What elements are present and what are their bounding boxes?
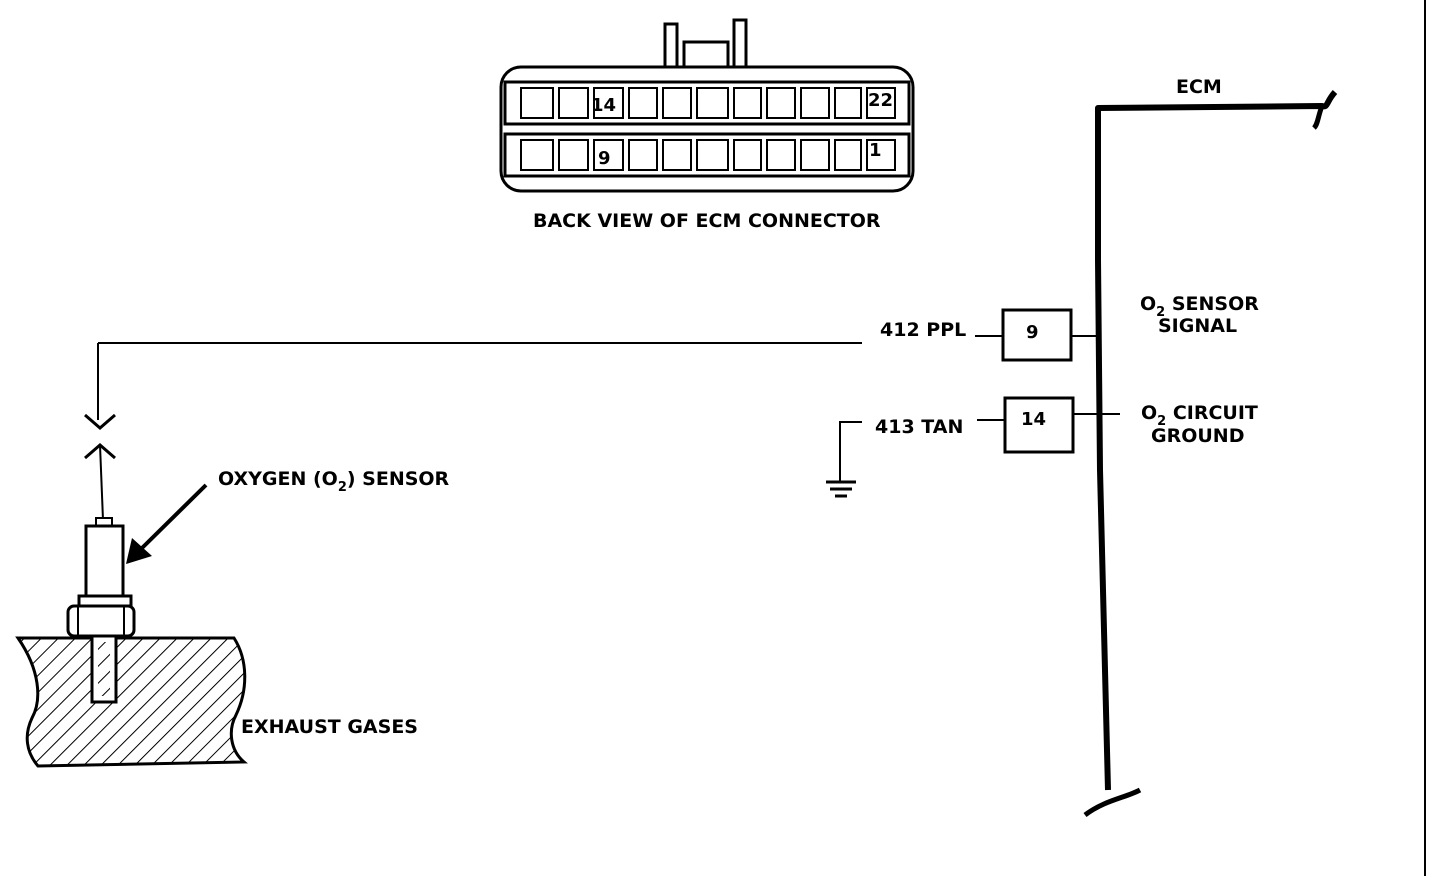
pin-9-function-line2: SIGNAL	[1158, 315, 1237, 337]
connector-body	[499, 65, 915, 193]
ecm-connector: 14 22 9 1 BACK VIEW OF ECM CONNECTOR	[499, 18, 915, 232]
wire-413-tan	[839, 421, 862, 482]
exhaust-wall	[15, 636, 248, 768]
connector-latch-tab	[682, 40, 730, 70]
connector-top-row	[503, 80, 911, 126]
connector-cavity	[696, 139, 729, 171]
ecm-pin-14-box	[1003, 396, 1075, 454]
connector-cavity	[593, 87, 624, 119]
ecm-boundary-top-hook	[1312, 105, 1325, 130]
connector-cavity	[866, 139, 896, 171]
sensor-lead-wire	[99, 444, 104, 521]
connector-pin-14-label: 14	[591, 95, 616, 116]
pin-14-function-line2: GROUND	[1151, 425, 1244, 447]
wire-412-ppl-label: 412 PPL	[880, 319, 966, 341]
pin-14-function-line1: O2 CIRCUIT	[1141, 402, 1258, 429]
connector-cavity	[558, 87, 589, 119]
ecm-boundary-bottom-hook	[1083, 787, 1142, 818]
connector-pin-9-label: 9	[598, 148, 611, 169]
ecm-pin-14-number: 14	[1021, 409, 1046, 430]
connector-latch-right-post	[732, 18, 748, 70]
connector-cavity	[593, 139, 624, 171]
ground-symbol	[826, 480, 856, 498]
connector-bottom-row	[503, 132, 911, 178]
sensor-pointer-arrow-shaft	[138, 483, 208, 552]
connector-cavity	[628, 87, 658, 119]
exhaust-pipe-section: EXHAUST GASES	[15, 634, 418, 768]
connector-cavity	[733, 139, 762, 171]
exhaust-gases-label: EXHAUST GASES	[241, 716, 418, 738]
connector-cavity	[696, 87, 729, 119]
connector-cavity	[733, 87, 762, 119]
connector-cavity	[866, 87, 896, 119]
ecm-boundary-line	[1095, 89, 1338, 791]
connector-cavity	[834, 139, 862, 171]
connector-cavity	[662, 87, 692, 119]
connector-cavity	[800, 87, 830, 119]
connector-cavity	[662, 139, 692, 171]
sensor-body	[84, 524, 125, 600]
sensor-connector-male-chevron	[84, 413, 116, 430]
pin-9-function-line1: O2 SENSOR	[1140, 293, 1259, 320]
connector-cavity	[520, 139, 554, 171]
connector-cavity	[766, 139, 796, 171]
connector-latch-left-post	[663, 22, 679, 70]
pin-9-circuit: 9 412 PPL O2 SENSOR SIGNAL	[84, 293, 1259, 521]
connector-cavity	[628, 139, 658, 171]
connector-pin-22-label: 22	[868, 90, 893, 111]
connector-cavity	[766, 87, 796, 119]
connector-caption: BACK VIEW OF ECM CONNECTOR	[533, 210, 881, 232]
connector-row-frame	[503, 80, 911, 126]
ecm-label: ECM	[1176, 76, 1222, 98]
oxygen-sensor: OXYGEN (O2) SENSOR	[66, 468, 450, 638]
connector-pin-1-label: 1	[869, 140, 882, 161]
oxygen-sensor-label: OXYGEN (O2) SENSOR	[218, 468, 450, 495]
wire-413-tan-label: 413 TAN	[875, 416, 963, 438]
connector-cavity	[834, 87, 862, 119]
connector-row-frame	[503, 132, 911, 178]
ecm-pin-9-number: 9	[1026, 322, 1039, 343]
connector-cavity	[800, 139, 830, 171]
ecm-box: ECM	[1083, 76, 1338, 818]
sensor-pointer-arrowhead	[126, 538, 152, 564]
connector-cavity	[558, 139, 589, 171]
pin-14-circuit: 14 413 TAN O2 CIRCUIT GROUND	[826, 396, 1258, 498]
connector-cavity	[520, 87, 554, 119]
